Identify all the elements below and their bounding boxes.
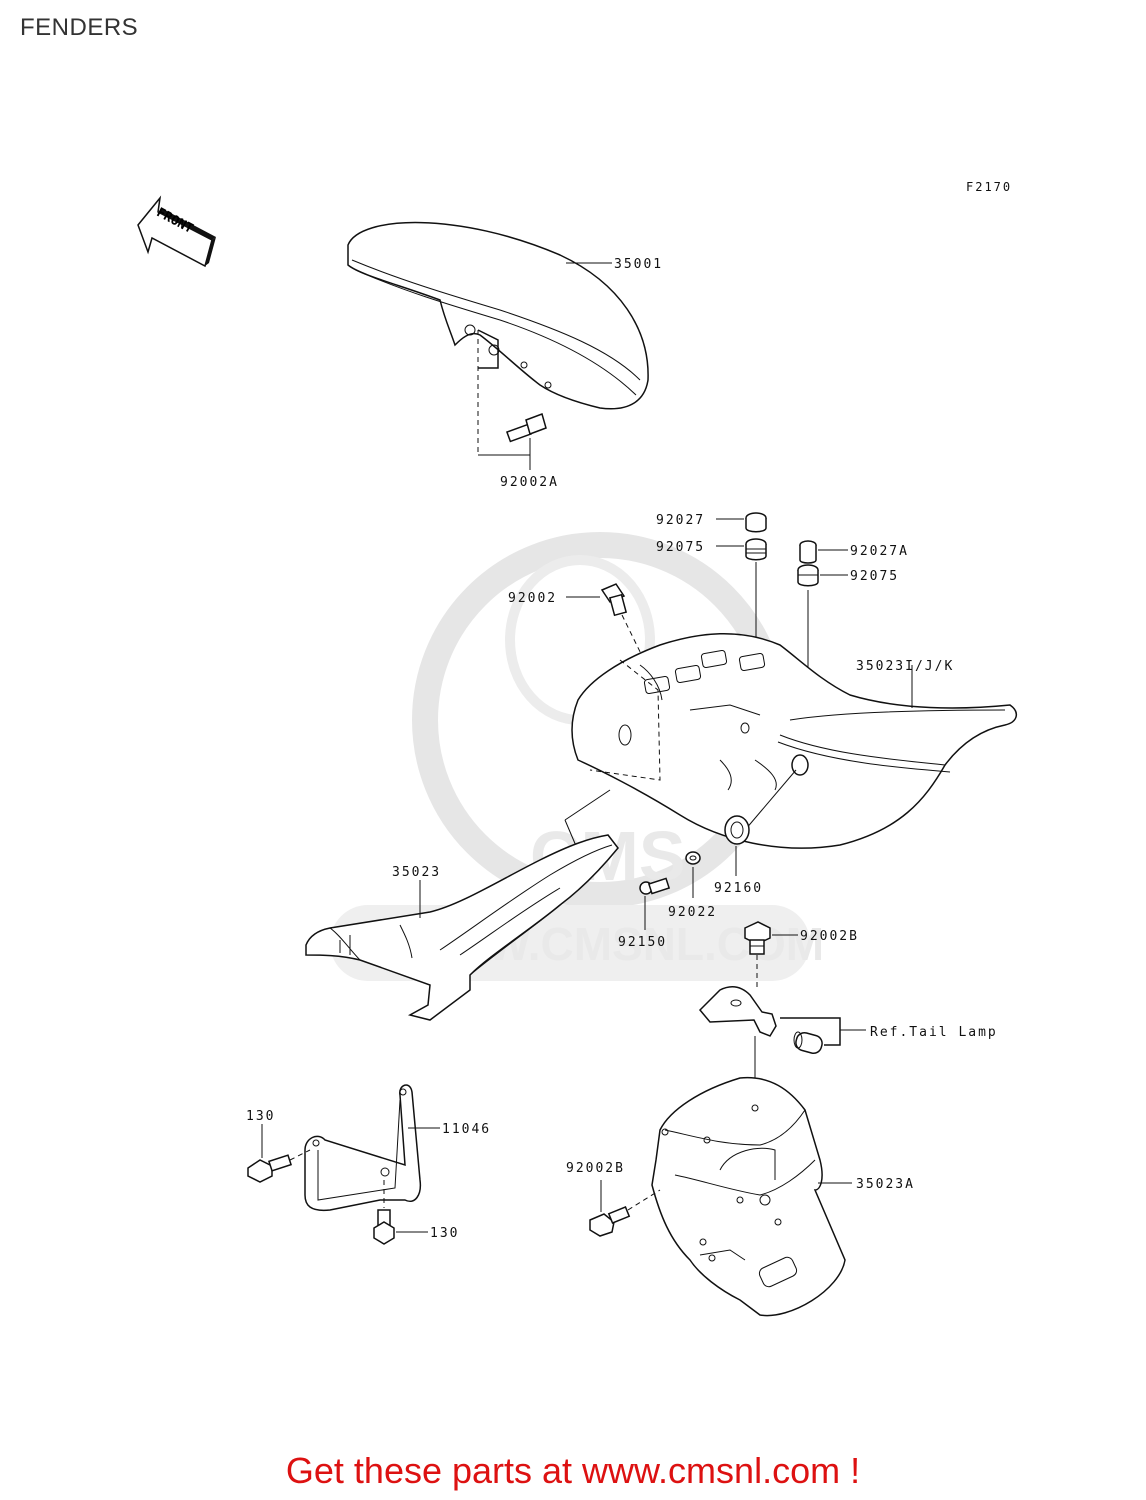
part-label-35023ijk: 35023I/J/K (856, 659, 954, 674)
front-arrow-icon: FRONT (137, 195, 216, 268)
part-label-130-bottom: 130 (430, 1226, 459, 1241)
rear-fender (571, 633, 1017, 849)
diagram-code: F2170 (966, 180, 1013, 194)
part-label-92027a: 92027A (850, 544, 909, 559)
grommet-92160-icon (724, 815, 750, 845)
bolt-92002a-icon (505, 413, 547, 443)
part-label-130-top: 130 (246, 1109, 275, 1124)
part-label-35001: 35001 (614, 257, 663, 272)
damper-92075-right-icon (797, 564, 819, 587)
part-label-92150: 92150 (618, 935, 667, 950)
part-label-92002b-upper: 92002B (800, 929, 859, 944)
rear-flap (651, 1076, 846, 1317)
tail-lamp-nut-icon (793, 1031, 823, 1055)
part-label-ref-tail-lamp: Ref.Tail Lamp (870, 1025, 998, 1040)
bracket-11046 (304, 1084, 422, 1212)
part-label-92022: 92022 (668, 905, 717, 920)
tail-bracket (698, 985, 777, 1037)
part-label-92002a: 92002A (500, 475, 559, 490)
part-label-92002b-lower: 92002B (566, 1161, 625, 1176)
pin-92150-icon (639, 877, 671, 895)
bolt-92002b-upper-icon (744, 921, 771, 955)
washer-92022-icon (685, 851, 701, 865)
part-label-92002: 92002 (508, 591, 557, 606)
part-label-92075-left: 92075 (656, 540, 705, 555)
part-label-92027: 92027 (656, 513, 705, 528)
inner-fender (305, 834, 619, 1021)
part-label-35023: 35023 (392, 865, 441, 880)
part-label-92075-right: 92075 (850, 569, 899, 584)
footer-link[interactable]: Get these parts at www.cmsnl.com ! (285, 1450, 861, 1491)
collar-92027a-icon (799, 540, 817, 564)
part-label-92160: 92160 (714, 881, 763, 896)
part-label-11046: 11046 (442, 1122, 491, 1137)
part-label-35023a: 35023A (856, 1177, 915, 1192)
bolt-92002-icon (600, 583, 628, 617)
front-fender (347, 221, 649, 410)
page-title: FENDERS (20, 14, 139, 41)
cap-92027-icon (745, 512, 767, 533)
bolt-130-top-icon (247, 1154, 293, 1183)
bolt-92002b-lower-icon (589, 1206, 631, 1237)
damper-92075-left-icon (745, 538, 767, 561)
parts-diagram: CMS WWW.CMSNL.COM FRONT 35001 92002A 920… (137, 195, 1017, 1317)
bolt-130-bottom-icon (373, 1209, 395, 1245)
